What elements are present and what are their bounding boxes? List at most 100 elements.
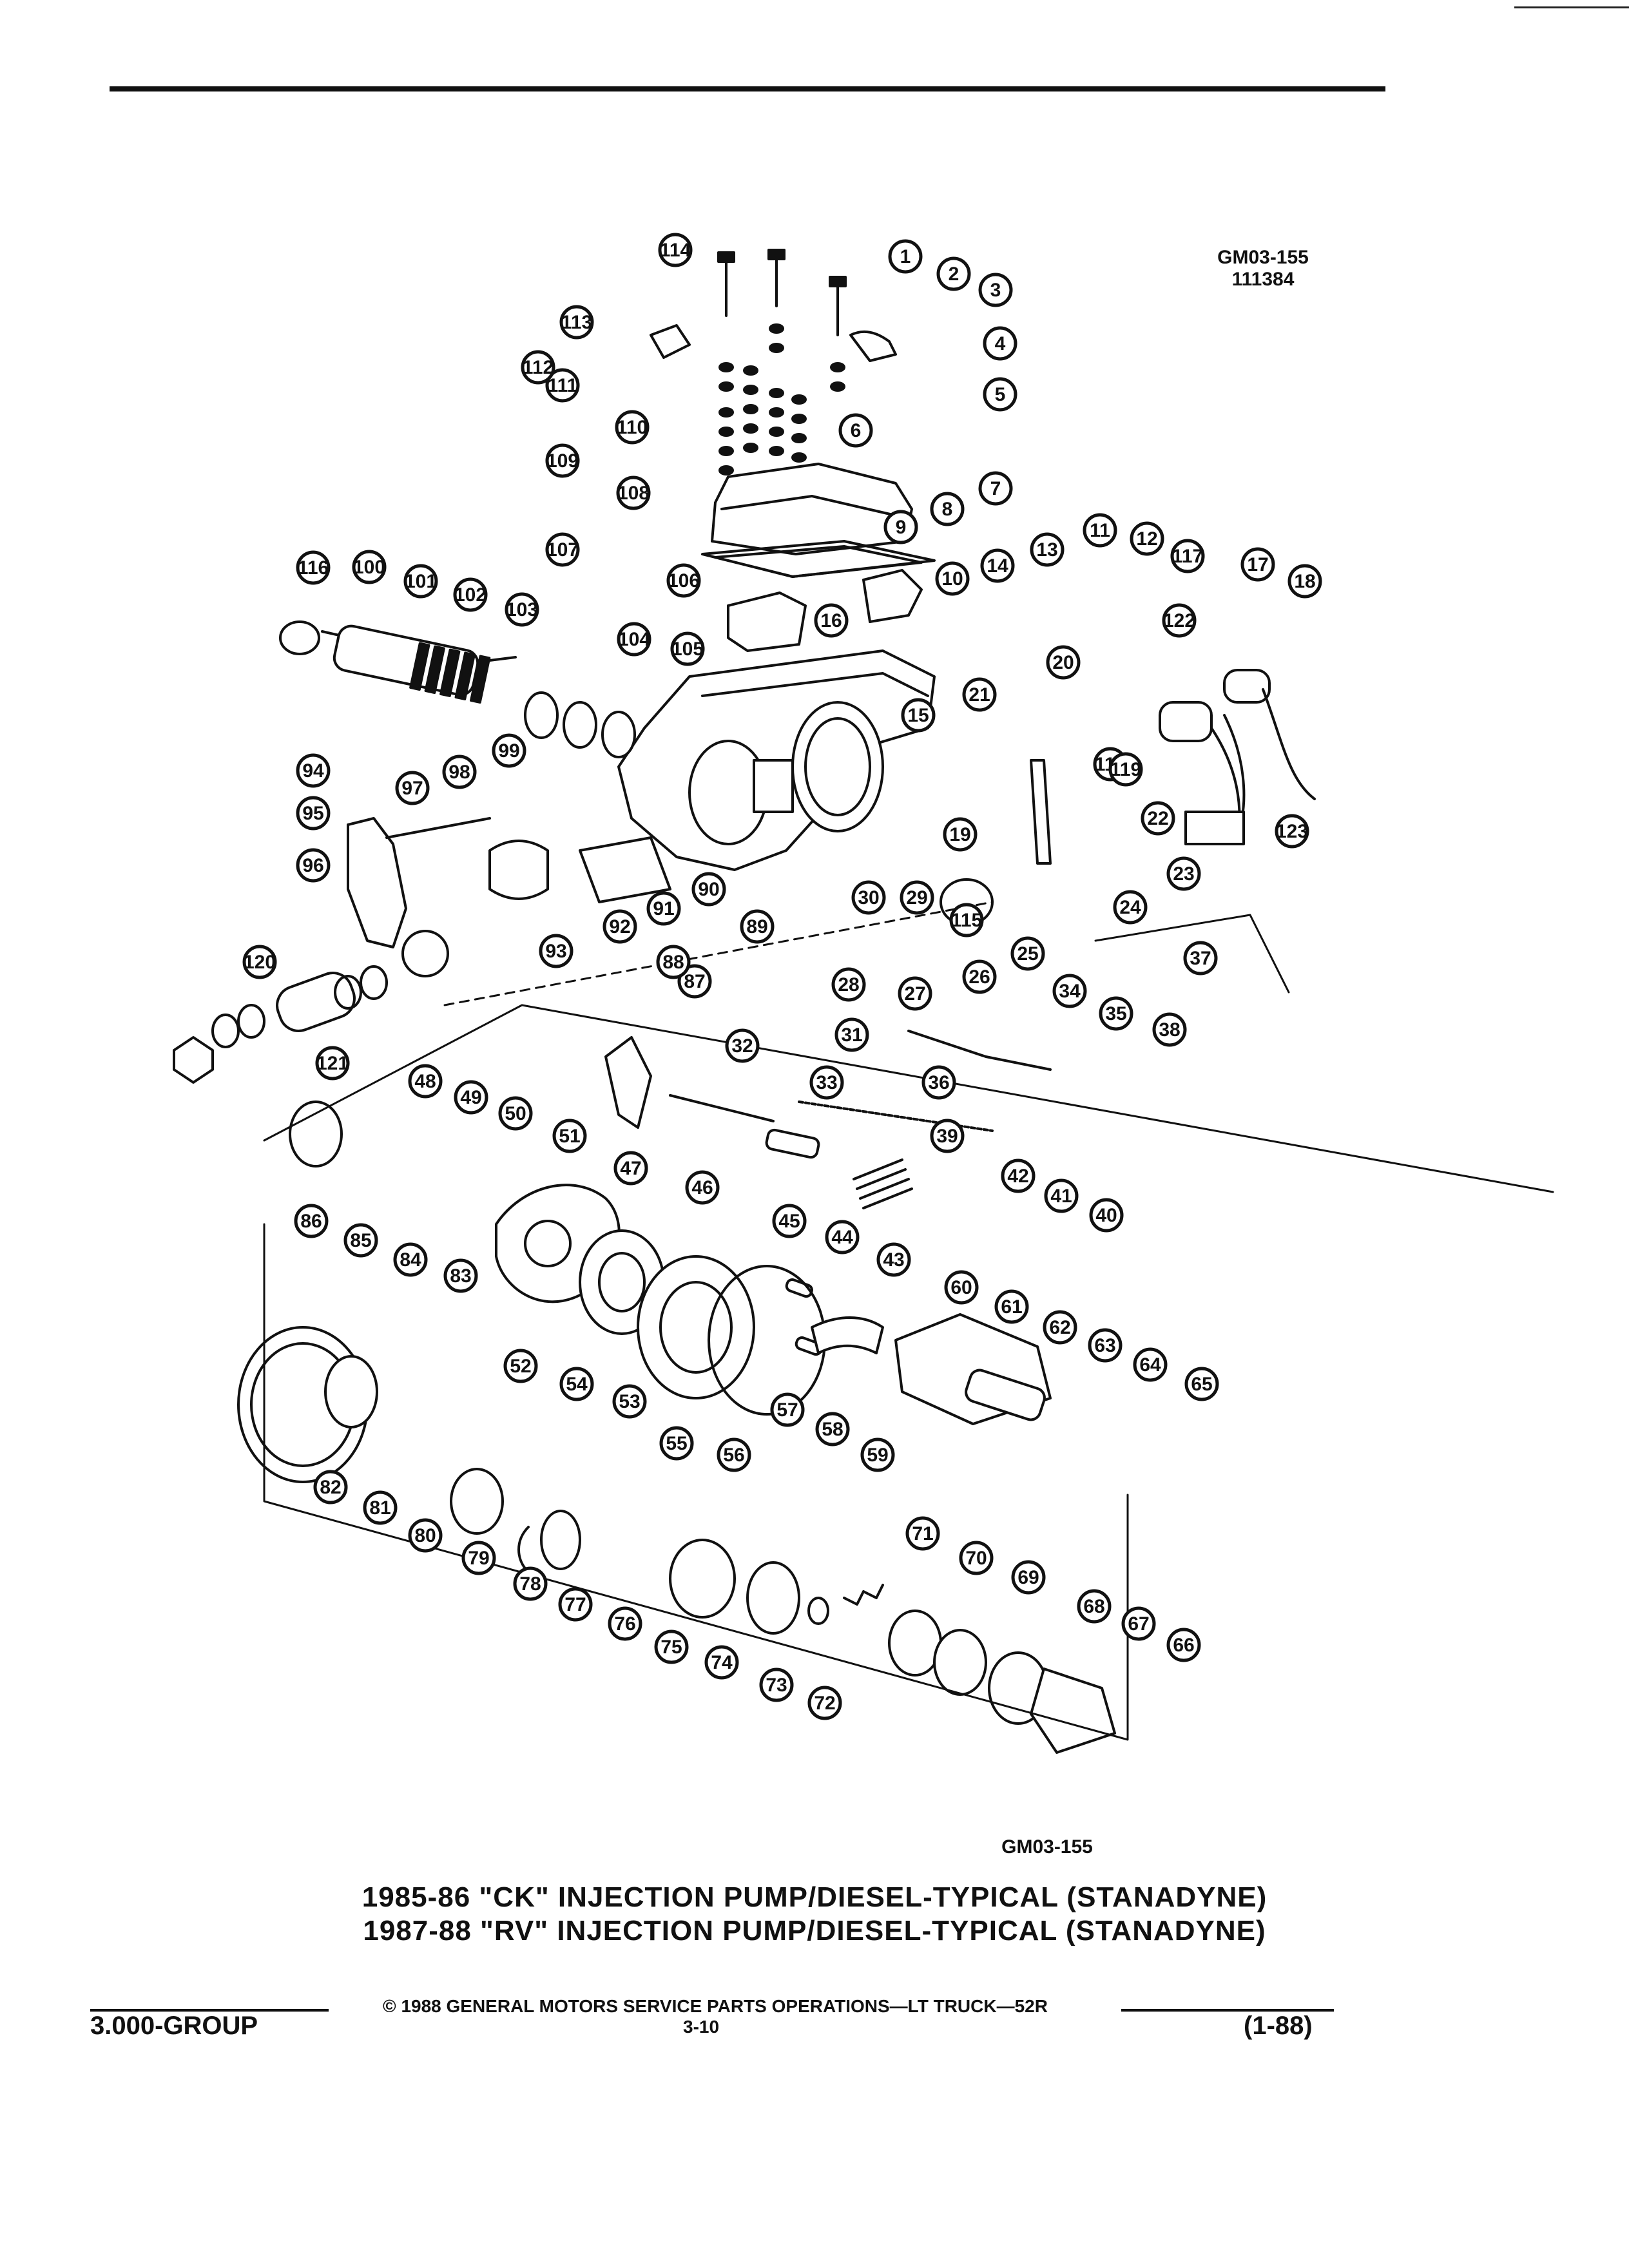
- callout-number: 93: [545, 941, 566, 962]
- callout-number: 60: [950, 1277, 972, 1298]
- callout-55: 55: [659, 1426, 694, 1461]
- callout-number: 46: [691, 1177, 713, 1198]
- callout-balloon: [545, 368, 580, 403]
- callout-balloon: [809, 1065, 844, 1100]
- callout-65: 65: [1184, 1367, 1219, 1401]
- figure-code-top-sub: 111384: [1231, 269, 1295, 290]
- callout-number: 11: [1090, 520, 1110, 541]
- callout-balloon: [492, 733, 526, 768]
- callout-number: 66: [1173, 1635, 1194, 1656]
- callout-number: 5: [995, 384, 1006, 405]
- callout-balloon: [1141, 801, 1175, 836]
- callout-27: 27: [898, 976, 932, 1011]
- callout-71: 71: [905, 1516, 940, 1551]
- parts-layer: [173, 249, 1554, 1754]
- callout-30: 30: [851, 880, 886, 915]
- figure-code-top: GM03-155 111384: [1208, 247, 1318, 291]
- callout-balloon: [545, 532, 580, 567]
- callout-balloon: [691, 872, 726, 907]
- callout-number: 50: [505, 1103, 526, 1124]
- callout-number: 38: [1159, 1019, 1180, 1041]
- callout-number: 37: [1190, 948, 1211, 969]
- callout-number: 67: [1128, 1613, 1149, 1635]
- callout-75: 75: [654, 1629, 689, 1664]
- callout-number: 43: [883, 1249, 904, 1271]
- callout-balloon: [513, 1566, 548, 1601]
- callout-number: 63: [1094, 1335, 1115, 1356]
- callout-number: 17: [1247, 554, 1268, 575]
- callout-123: 123: [1275, 814, 1309, 849]
- callout-28: 28: [831, 967, 866, 1002]
- callout-number: 71: [912, 1523, 933, 1544]
- callout-number: 111: [548, 375, 578, 396]
- callout-balloon: [935, 561, 970, 596]
- caption-line-2: 1987-88 "RV" INJECTION PUMP/DIESEL-TYPIC…: [363, 1915, 1266, 1946]
- callout-number: 73: [766, 1675, 787, 1696]
- callout-39: 39: [930, 1119, 965, 1153]
- callout-62: 62: [1043, 1310, 1077, 1345]
- callout-balloon: [1044, 1178, 1079, 1213]
- callout-60: 60: [944, 1270, 979, 1305]
- callout-number: 27: [904, 983, 925, 1004]
- callout-number: 109: [546, 450, 579, 472]
- callout-80: 80: [408, 1518, 443, 1553]
- callout-balloon: [883, 510, 918, 544]
- callout-1: 1: [888, 239, 923, 274]
- callout-balloon: [905, 1516, 940, 1551]
- callout-number: 100: [353, 557, 385, 578]
- header-rule: [110, 86, 1385, 91]
- callout-19: 19: [943, 817, 978, 852]
- callout-10: 10: [935, 561, 970, 596]
- callout-number: 72: [814, 1693, 835, 1714]
- callout-12: 12: [1130, 521, 1164, 556]
- callout-number: 28: [838, 974, 859, 995]
- callout-balloon: [461, 1541, 496, 1575]
- callout-balloon: [1240, 547, 1275, 582]
- callout-number: 113: [561, 312, 592, 333]
- callout-number: 98: [448, 762, 470, 783]
- callout-number: 115: [951, 910, 982, 931]
- callout-number: 116: [298, 557, 329, 579]
- callout-37: 37: [1183, 941, 1218, 975]
- callout-72: 72: [807, 1686, 842, 1720]
- callout-number: 95: [302, 803, 323, 824]
- callout-balloon: [994, 1289, 1029, 1324]
- callout-balloon: [1133, 1347, 1168, 1382]
- callout-41: 41: [1044, 1178, 1079, 1213]
- callout-79: 79: [461, 1541, 496, 1575]
- callout-number: 32: [731, 1035, 753, 1057]
- callout-balloon: [393, 1242, 428, 1277]
- callout-balloon: [352, 550, 387, 584]
- callout-balloon: [521, 350, 555, 385]
- callout-83: 83: [443, 1258, 478, 1293]
- callout-116: 116: [296, 550, 331, 585]
- callout-14: 14: [980, 548, 1015, 583]
- callout-number: 26: [969, 966, 990, 988]
- callout-balloon: [825, 1220, 860, 1254]
- callout-4: 4: [983, 326, 1017, 361]
- callout-balloon: [343, 1223, 378, 1258]
- callout-number: 65: [1191, 1374, 1212, 1395]
- callout-balloon: [1121, 1606, 1156, 1641]
- callout-13: 13: [1030, 532, 1065, 567]
- callout-56: 56: [717, 1437, 751, 1472]
- callout-number: 19: [949, 824, 970, 845]
- callout-number: 121: [316, 1053, 349, 1074]
- callout-balloon: [1170, 539, 1205, 573]
- callout-44: 44: [825, 1220, 860, 1254]
- callout-number: 94: [302, 760, 324, 782]
- callout-balloon: [1010, 936, 1045, 971]
- callout-balloon: [770, 1392, 805, 1427]
- callout-balloon: [654, 1629, 689, 1664]
- callout-number: 41: [1050, 1186, 1072, 1207]
- callout-balloon: [296, 753, 331, 788]
- callout-number: 70: [965, 1548, 987, 1569]
- callout-balloon: [943, 817, 978, 852]
- callout-88: 88: [656, 945, 691, 979]
- callout-number: 8: [942, 499, 953, 520]
- callout-110: 110: [615, 410, 650, 445]
- callout-balloon: [315, 1046, 350, 1081]
- callout-balloon: [1088, 1328, 1123, 1363]
- callout-number: 117: [1172, 546, 1203, 567]
- callout-95: 95: [296, 796, 331, 831]
